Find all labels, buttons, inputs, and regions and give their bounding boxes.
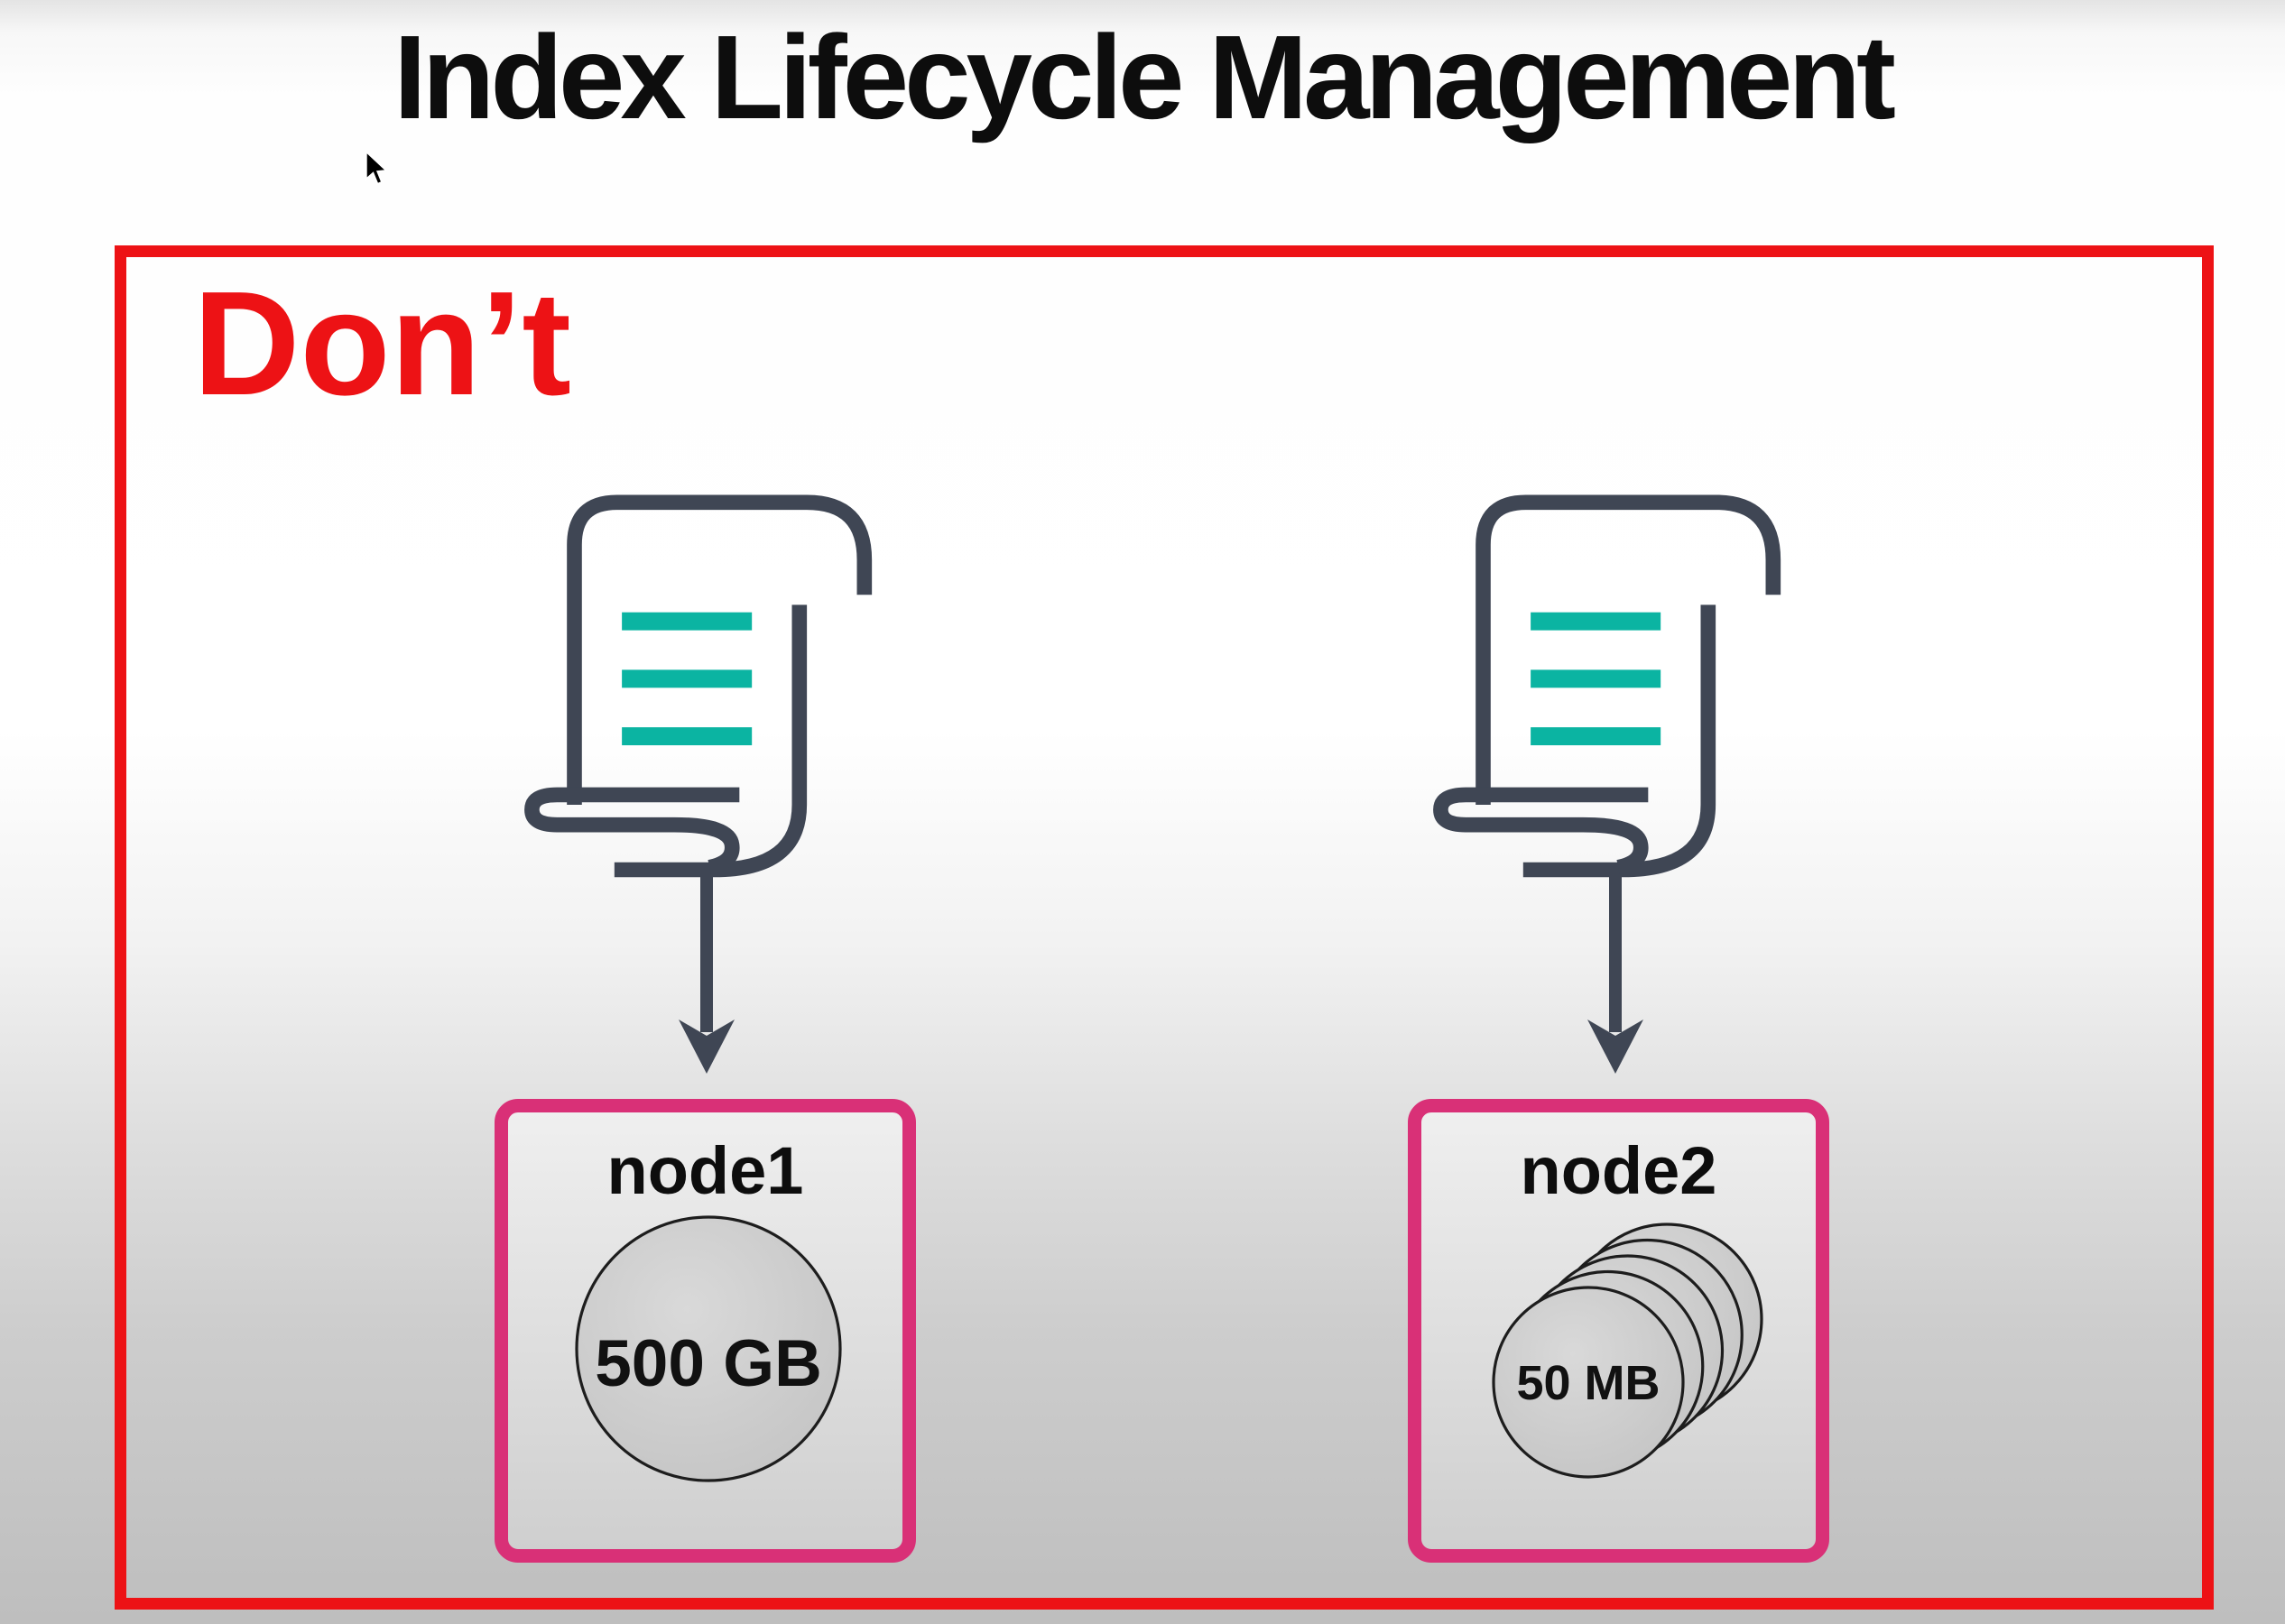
mouse-pointer-icon [365, 150, 390, 186]
scroll-icon [1433, 494, 1781, 878]
node2-label: node2 [1520, 1133, 1717, 1208]
arrow-down-icon [679, 877, 735, 1074]
page-title: Index Lifecycle Management [393, 11, 1896, 143]
node1-box: node1 [495, 1099, 916, 1563]
arrow-down-icon [1587, 877, 1643, 1074]
node1-label: node1 [606, 1133, 804, 1208]
node1-shard-disk [575, 1215, 842, 1482]
node2-shard-disks [1492, 1223, 1763, 1479]
node1-storage-size: 500 GB [595, 1327, 822, 1400]
dont-zone-box: Don’t [115, 245, 2214, 1610]
dont-label: Don’t [193, 261, 571, 426]
node2-storage-size: 50 MB [1516, 1356, 1661, 1410]
scroll-icon [524, 494, 873, 878]
